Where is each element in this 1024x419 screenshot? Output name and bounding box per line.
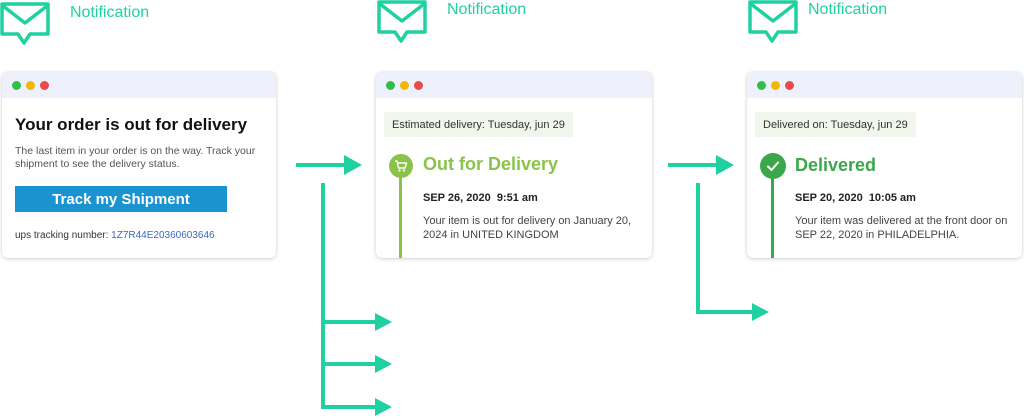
timeline-line [771,172,774,258]
window-titlebar [747,72,1022,98]
window-dot-yellow [771,80,780,90]
email-title: Your order is out for delivery [15,115,248,134]
notification-label-1: Notification [70,4,150,21]
notification-1 [0,2,50,46]
tracking-line: ups tracking number: 1Z7R44E20360603646 [15,230,215,241]
notification-label-2: Notification [447,1,527,18]
tracking-number-link[interactable]: 1Z7R44E20360603646 [111,230,215,241]
cart-icon [389,154,413,178]
arrowhead-branch-2a [752,303,769,321]
window-dot-yellow [400,80,409,90]
status-out-for-delivery: Out for Delivery [423,154,559,174]
notification-label-3: Notification [808,1,888,18]
window-dot-red [40,80,49,90]
card-out-for-delivery-email: Your order is out for delivery The last … [2,72,276,258]
estimated-delivery: Estimated delivery: Tuesday, jun 29 [384,112,573,137]
card-delivered-status: Delivered on: Tuesday, jun 29 Delivered … [747,72,1022,258]
arrowhead-branch-1b [375,355,392,373]
time-value: 10:05 am [868,192,916,204]
arrowhead-card2 [344,155,362,175]
window-dot-red [414,80,423,90]
envelope-icon [377,0,427,43]
arrowhead-branch-1a [375,313,392,331]
status-message: Your item is out for delivery on January… [423,215,632,241]
arrowhead-card3 [716,155,734,175]
window-dot-yellow [26,80,35,90]
check-icon [760,153,786,179]
email-body: The last item in your order is on the wa… [15,145,256,170]
track-shipment-button[interactable]: Track my Shipment [15,186,227,212]
time-value: 9:51 am [496,192,538,204]
window-dot-green [12,80,21,90]
status-message: Your item was delivered at the front doo… [795,215,1008,241]
delivered-on: Delivered on: Tuesday, jun 29 [755,112,916,137]
timeline-line [399,172,402,258]
card-out-for-delivery-status: Estimated delivery: Tuesday, jun 29 Out … [376,72,652,258]
window-dot-green [757,80,766,90]
envelope-icon [748,0,798,43]
tracking-label: ups tracking number: [15,230,109,241]
window-dot-green [386,80,395,90]
window-dot-red [785,80,794,90]
date-value: SEP 26, 2020 [423,192,491,204]
notification-2 [377,0,427,44]
status-date: SEP 26, 2020 9:51 am [423,192,538,204]
window-titlebar [2,72,276,98]
status-delivered: Delivered [795,155,877,175]
date-value: SEP 20, 2020 [795,192,863,204]
status-date: SEP 20, 2020 10:05 am [795,192,916,204]
window-titlebar [376,72,652,98]
arrowhead-branch-1c [375,398,392,416]
envelope-icon [0,2,50,45]
notification-3 [748,0,798,44]
